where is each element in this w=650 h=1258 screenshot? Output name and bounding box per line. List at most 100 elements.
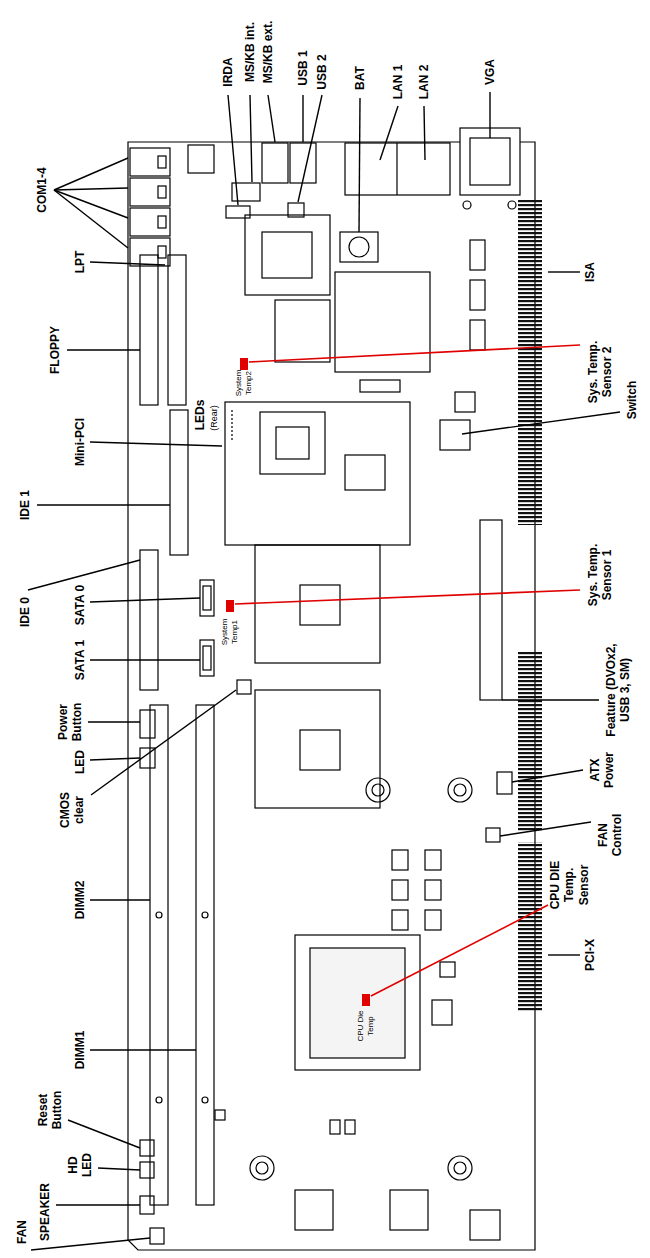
- leader-lines: [28, 92, 620, 1250]
- leader-line: [250, 95, 252, 182]
- part-label: (Rear): [209, 405, 219, 431]
- board-outline: [128, 142, 535, 1250]
- component: [392, 910, 408, 930]
- mount-hole: [454, 784, 466, 796]
- leader-line: [90, 598, 200, 602]
- part-label: DIMM1: [73, 1031, 87, 1070]
- mount-hole: [454, 1162, 466, 1174]
- com-pin: [158, 216, 166, 228]
- mount-hole: [448, 1156, 472, 1180]
- pcix-fingers: [518, 652, 542, 832]
- part-label: Feature (DVOx2, USB 3, SM): [604, 633, 633, 748]
- leader-line: [90, 442, 222, 446]
- part-label: DIMM2: [73, 881, 87, 920]
- com-port: [130, 148, 170, 176]
- irda-header: [226, 206, 250, 218]
- part-label: BAT: [353, 66, 367, 90]
- component: [425, 910, 441, 930]
- com-port: [130, 238, 170, 266]
- feature-connector: [480, 520, 502, 700]
- sata1: [200, 640, 214, 676]
- part-label: SATA 1: [73, 640, 87, 680]
- part-label: PCI-X: [583, 939, 597, 971]
- led-row: [231, 410, 232, 440]
- part-label: Mini-PCI: [73, 418, 87, 466]
- part-label: ISA: [583, 262, 597, 282]
- leader-line: [90, 899, 150, 900]
- battery: [340, 232, 378, 262]
- leader-line: [90, 262, 165, 265]
- header: [470, 240, 485, 270]
- dimm-key: [202, 912, 208, 918]
- part-label: LPT: [73, 251, 87, 274]
- hole: [508, 201, 516, 209]
- part-label: Power Button: [56, 698, 85, 746]
- atx-power: [497, 772, 512, 794]
- part-label: Sys. Temp. Sensor 2: [586, 335, 615, 410]
- cpu: [295, 935, 420, 1070]
- dimm-slot: [196, 705, 214, 1205]
- chip: [260, 412, 325, 474]
- dimm-key: [156, 1097, 162, 1103]
- part-label: LEDs: [193, 400, 207, 431]
- leader-line: [90, 659, 200, 660]
- temp-sensors: [226, 358, 370, 1006]
- ide1-connector: [170, 410, 188, 555]
- part-label: Sys. Temp. Sensor 1: [586, 538, 615, 613]
- sensor-leader: [249, 345, 580, 362]
- leader-line: [54, 158, 128, 190]
- header: [140, 1140, 154, 1156]
- leader-line: [88, 721, 140, 722]
- component: [392, 850, 408, 870]
- leader-line: [359, 98, 360, 232]
- leader-line: [90, 758, 140, 760]
- chip: [360, 380, 400, 392]
- chip-die: [300, 585, 340, 625]
- part-label: CPU DIE Temp. Sensor: [548, 858, 591, 913]
- leader-line: [56, 1204, 140, 1205]
- leader-line: [500, 822, 591, 836]
- leader-line: [512, 770, 583, 782]
- mount-hole: [366, 778, 390, 802]
- part-label: MS/KB ext.: [261, 21, 275, 84]
- mini-pci-card: [225, 402, 410, 545]
- component: [345, 1120, 355, 1134]
- lpt-connector: [168, 255, 186, 405]
- com-port: [130, 208, 170, 236]
- chipset: [255, 545, 380, 663]
- fan-control: [486, 828, 500, 842]
- leader-line: [68, 1120, 140, 1148]
- component: [432, 1000, 452, 1025]
- leader-line: [268, 95, 275, 142]
- part-label: ATX Power: [588, 748, 617, 793]
- part-label: FAN Control: [596, 808, 625, 863]
- floppy-connector: [140, 255, 158, 405]
- sensor-mark: [226, 600, 234, 612]
- chip-die: [276, 427, 309, 459]
- component: [425, 850, 441, 870]
- part-label: System Temp1: [220, 615, 239, 649]
- header: [140, 1196, 154, 1214]
- dimm-slot: [150, 705, 168, 1205]
- part-label: LAN 1: [391, 65, 405, 100]
- vga-port: [460, 128, 520, 195]
- part-label: SATA 0: [73, 585, 87, 625]
- leader-line: [548, 271, 580, 272]
- sensor-mark: [362, 994, 370, 1006]
- component: [440, 962, 455, 977]
- mount-hole: [372, 784, 384, 796]
- part-label: IRDA: [221, 57, 235, 86]
- header: [470, 280, 485, 310]
- part-label: FAN: [15, 1220, 29, 1244]
- sensor-leader: [371, 905, 548, 996]
- part-label: IDE 0: [18, 597, 32, 627]
- cmos-jumper: [237, 680, 251, 694]
- leader-line: [548, 954, 580, 955]
- leader-line: [489, 92, 490, 138]
- part-label: USB 1: [296, 50, 310, 85]
- sensor-mark: [240, 358, 248, 370]
- connector: [188, 145, 214, 173]
- isa-fingers: [518, 200, 542, 525]
- part-label: HD LED: [66, 1151, 95, 1179]
